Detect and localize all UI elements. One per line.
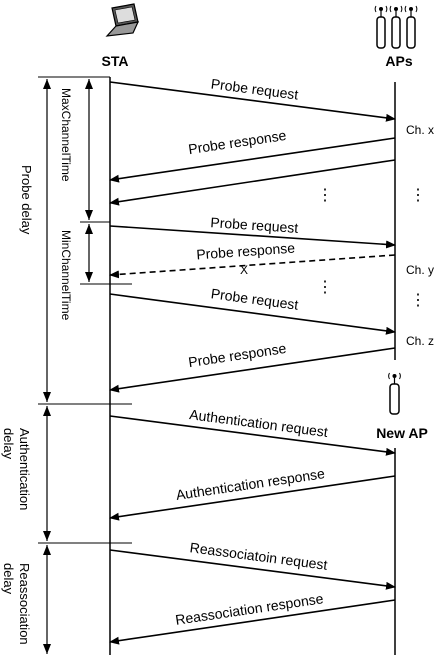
sta-label: STA xyxy=(102,53,129,69)
new-ap-label: New AP xyxy=(376,425,428,441)
probe-response-arrow xyxy=(109,137,396,183)
channel-label: Ch. y xyxy=(406,263,434,277)
channel-label: Ch. x xyxy=(406,123,434,137)
probe-delay-label: Probe delay xyxy=(19,165,34,235)
message-label: Probe request xyxy=(210,214,299,236)
probe-request-arrow xyxy=(109,81,396,122)
min-channel-time-arrow xyxy=(85,224,93,282)
reassociation-delay-label-line1: Reassociation xyxy=(17,563,32,645)
max-channel-time-label: MaxChannelTime xyxy=(59,88,73,182)
authentication-delay-arrow xyxy=(43,406,51,541)
message-label: Probe response xyxy=(196,240,296,263)
ellipsis-icon: ⋮ xyxy=(410,292,426,309)
ellipsis-icon: ⋮ xyxy=(317,187,333,204)
channel-label: Ch. z xyxy=(406,334,434,348)
probe-request-arrow xyxy=(109,225,396,249)
min-channel-time-label: MinChannelTime xyxy=(59,230,73,321)
laptop-icon xyxy=(105,3,140,37)
reassociation-response-arrow xyxy=(109,599,396,645)
reassociation-delay-arrow xyxy=(43,545,51,654)
aps-label: APs xyxy=(385,53,412,69)
authentication-delay-label-line1: Authentication xyxy=(17,428,32,510)
authentication-response-arrow xyxy=(109,475,396,521)
authentication-request-arrow xyxy=(109,415,396,456)
probe-delay-arrow xyxy=(43,79,51,402)
ellipsis-icon: ⋮ xyxy=(317,279,333,296)
probe-request-arrow xyxy=(109,293,396,335)
lost-marker: X xyxy=(240,263,248,277)
probe-response-arrow xyxy=(109,159,396,206)
new-ap-icon xyxy=(388,372,401,415)
message-label: Reassociatoin request xyxy=(189,539,329,573)
lost-probe-response-arrow xyxy=(109,254,396,279)
authentication-delay-label-line2: delay xyxy=(1,428,16,460)
probe-response-arrow xyxy=(109,347,396,393)
access-points-icon xyxy=(374,5,418,49)
message-label: Probe response xyxy=(187,127,287,157)
ellipsis-icon: ⋮ xyxy=(410,187,426,204)
reassociation-delay-label-line2: delay xyxy=(1,563,16,595)
max-channel-time-arrow xyxy=(85,79,93,220)
reassociation-request-arrow xyxy=(109,549,396,590)
message-label: Probe request xyxy=(210,75,299,102)
